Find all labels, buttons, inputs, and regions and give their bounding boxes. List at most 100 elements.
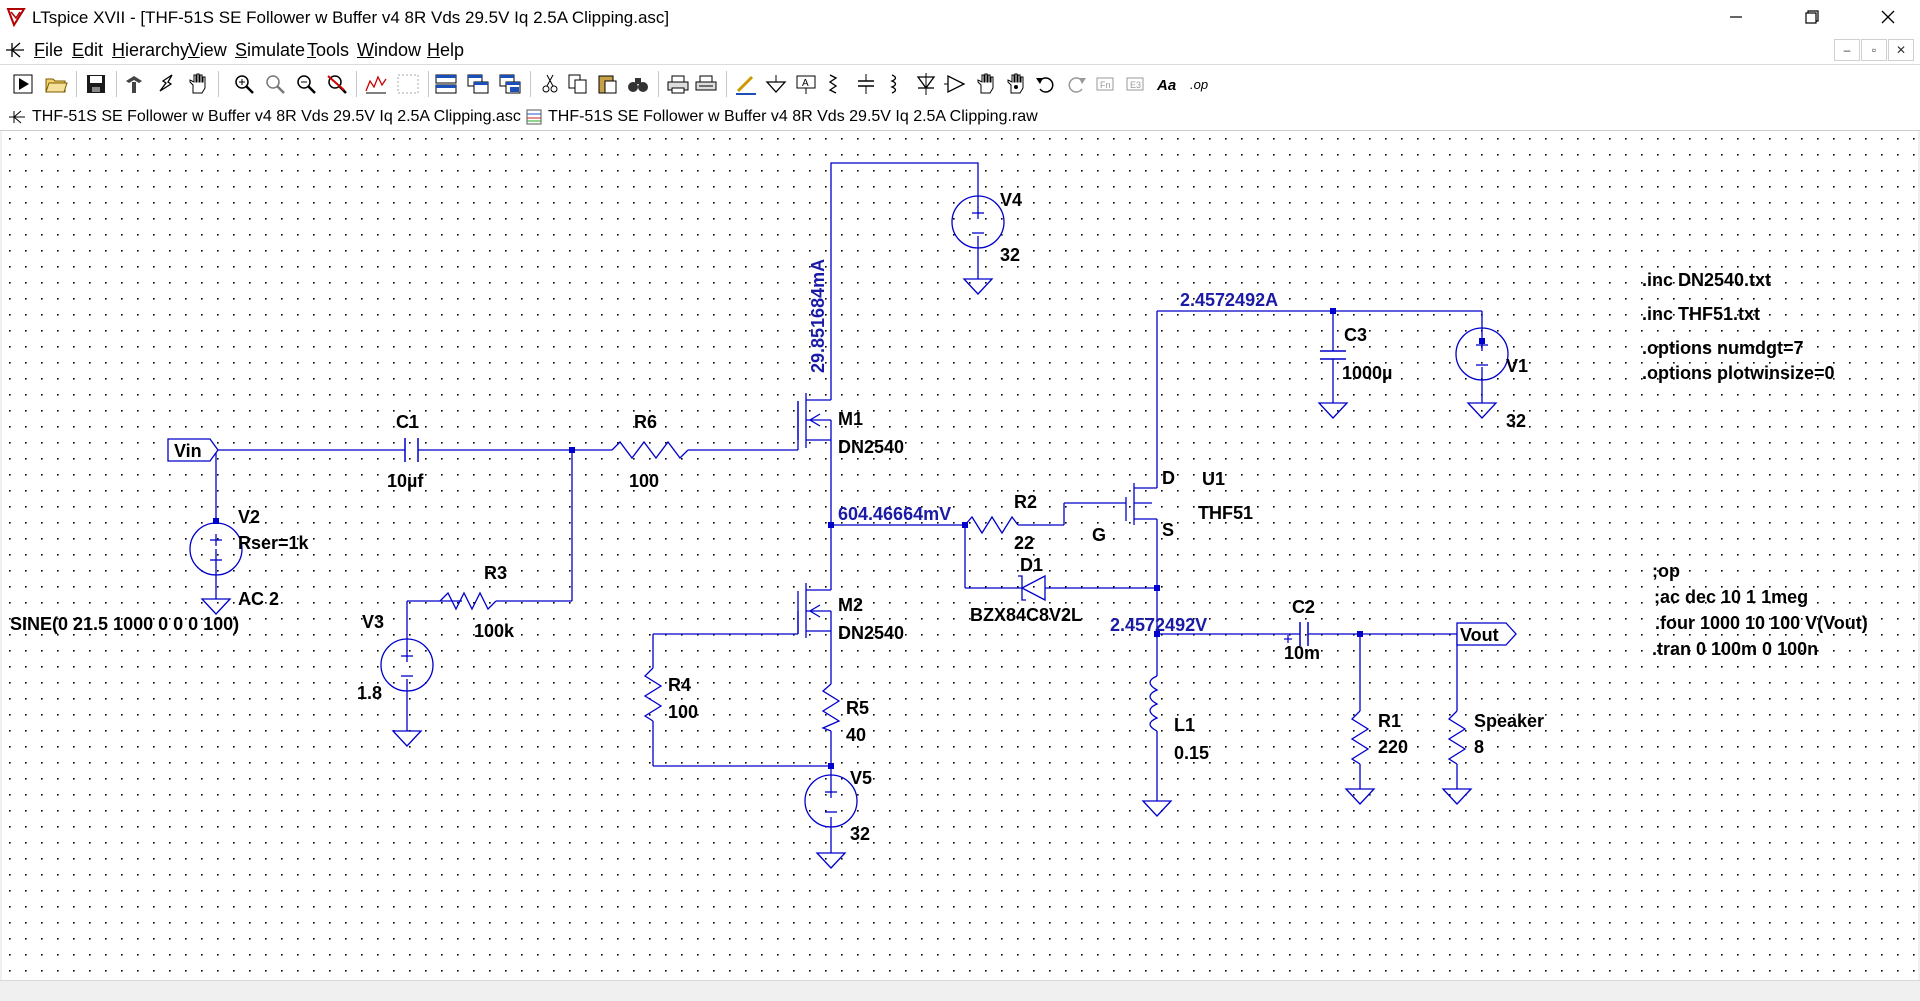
net-label-vout[interactable]: Vout xyxy=(1456,622,1517,646)
redo-icon[interactable] xyxy=(1064,73,1088,95)
copy-icon[interactable] xyxy=(566,73,590,95)
net-label-vin[interactable]: Vin xyxy=(167,438,219,462)
annotation-top-current[interactable]: 2.4572492A xyxy=(1180,290,1278,310)
zoom-cancel-icon[interactable] xyxy=(325,73,349,95)
svg-text:604.46664mV: 604.46664mV xyxy=(838,504,951,524)
menu-window[interactable]: Window xyxy=(357,40,422,60)
tile-vertical-icon[interactable] xyxy=(498,73,522,95)
speaker-value: 8 xyxy=(1474,737,1484,757)
zoom-out-icon[interactable] xyxy=(294,73,318,95)
resistor-r4[interactable] xyxy=(643,667,663,722)
schematic-doc-icon[interactable] xyxy=(4,40,26,60)
move-icon[interactable] xyxy=(974,73,998,95)
text-icon[interactable]: Aa xyxy=(1156,73,1180,95)
component-icon[interactable] xyxy=(944,73,968,95)
menu-file[interactable]: File xyxy=(34,40,64,60)
inductor-l1[interactable] xyxy=(1141,675,1173,817)
run-icon[interactable] xyxy=(12,73,36,95)
resistor-r1[interactable] xyxy=(1344,710,1376,805)
mirror-icon[interactable]: E3 xyxy=(1124,73,1148,95)
zoom-area-icon[interactable] xyxy=(263,73,287,95)
r2-value: 22 xyxy=(1014,533,1034,553)
menu-edit[interactable]: Edit xyxy=(72,40,104,60)
spice-directive-icon[interactable]: .op xyxy=(1190,73,1214,95)
tile-horizontal-icon[interactable] xyxy=(434,73,458,95)
control-panel-icon[interactable] xyxy=(122,73,146,95)
wire-icon[interactable] xyxy=(734,73,758,95)
c1-value: 10µf xyxy=(387,471,424,491)
print-setup-icon[interactable] xyxy=(694,73,718,95)
cut-icon[interactable] xyxy=(538,73,562,95)
save-icon[interactable] xyxy=(84,73,108,95)
drag-icon[interactable] xyxy=(1004,73,1028,95)
c2-name: C2 xyxy=(1292,597,1315,617)
close-button[interactable] xyxy=(1860,0,1916,34)
capacitor-c2[interactable] xyxy=(1284,622,1309,646)
zener-diode-d1[interactable] xyxy=(1018,574,1046,602)
open-icon[interactable] xyxy=(44,73,68,95)
grid-icon[interactable] xyxy=(396,73,420,95)
u1-pin-s: S xyxy=(1162,520,1174,540)
voltage-source-v1[interactable] xyxy=(1455,327,1509,419)
capacitor-c3[interactable] xyxy=(1317,350,1349,419)
inductor-icon[interactable] xyxy=(884,73,908,95)
ground-icon[interactable] xyxy=(764,73,788,95)
resistor-r3[interactable] xyxy=(439,591,497,611)
capacitor-icon[interactable] xyxy=(854,73,878,95)
mdi-minimize-button[interactable]: – xyxy=(1834,39,1860,61)
spice-directives[interactable]: .inc DN2540.txt .inc THF51.txt .options … xyxy=(1642,270,1868,659)
halt-icon[interactable] xyxy=(156,73,180,95)
voltage-source-v3[interactable] xyxy=(380,638,434,747)
minimize-button[interactable] xyxy=(1708,0,1764,34)
pan-icon[interactable] xyxy=(186,73,210,95)
undo-icon[interactable] xyxy=(1034,73,1058,95)
close-icon xyxy=(1881,10,1895,24)
svg-text:.op: .op xyxy=(1190,77,1208,92)
document-tab-bar: THF-51S SE Follower w Buffer v4 8R Vds 2… xyxy=(0,103,1920,131)
c3-name: C3 xyxy=(1344,325,1367,345)
autorange-icon[interactable] xyxy=(364,73,388,95)
resistor-icon[interactable] xyxy=(824,73,848,95)
schematic-canvas[interactable]: Vin Vout V4 32 V1 32 V2 Rser=1k AC 2 SIN… xyxy=(2,131,1918,980)
print-icon[interactable] xyxy=(666,73,690,95)
diode-icon[interactable] xyxy=(914,73,938,95)
resistor-speaker[interactable] xyxy=(1441,710,1473,805)
menu-hierarchy[interactable]: Hierarchy xyxy=(112,40,190,60)
u1-pin-g: G xyxy=(1092,525,1106,545)
cascade-icon[interactable] xyxy=(466,73,490,95)
resistor-r6[interactable] xyxy=(611,440,689,460)
r1-value: 220 xyxy=(1378,737,1408,757)
menu-simulate[interactable]: Simulate xyxy=(235,40,306,60)
mdi-restore-button[interactable]: ▫ xyxy=(1861,39,1887,61)
voltage-source-v4[interactable] xyxy=(951,195,1005,295)
paste-icon[interactable] xyxy=(596,73,620,95)
ltspice-app-icon xyxy=(6,8,26,27)
menu-bar: File Edit Hierarchy View Simulate Tools … xyxy=(0,34,1920,64)
resistor-r2[interactable] xyxy=(964,515,1019,535)
menu-view[interactable]: View xyxy=(188,40,227,60)
jfet-u1[interactable] xyxy=(1125,483,1157,525)
v5-name: V5 xyxy=(850,768,872,788)
resistor-r5[interactable] xyxy=(821,683,841,732)
mdi-close-button[interactable]: ✕ xyxy=(1888,39,1914,61)
label-net-icon[interactable]: A xyxy=(794,73,818,95)
r3-name: R3 xyxy=(484,563,507,583)
menu-tools[interactable]: Tools xyxy=(307,40,350,60)
annotation-source-voltage[interactable]: 2.4572492V xyxy=(1110,615,1207,635)
menu-help[interactable]: Help xyxy=(427,40,465,60)
zoom-in-icon[interactable] xyxy=(232,73,256,95)
voltage-source-v2[interactable] xyxy=(189,522,243,615)
mosfet-m2[interactable] xyxy=(797,581,832,638)
capacitor-c1[interactable] xyxy=(404,438,419,462)
voltage-source-v5[interactable] xyxy=(804,774,858,869)
mosfet-m1[interactable] xyxy=(797,386,832,448)
annotation-gate-voltage[interactable]: 604.46664mV xyxy=(838,504,951,524)
tab-schematic[interactable]: THF-51S SE Follower w Buffer v4 8R Vds 2… xyxy=(8,106,521,128)
tab-waveform-label: THF-51S SE Follower w Buffer v4 8R Vds 2… xyxy=(548,108,1038,125)
tab-schematic-label: THF-51S SE Follower w Buffer v4 8R Vds 2… xyxy=(32,108,521,125)
tab-waveform[interactable]: THF-51S SE Follower w Buffer v4 8R Vds 2… xyxy=(526,106,1038,128)
annotation-m1-current[interactable]: 29.851684mA xyxy=(808,259,828,373)
maximize-button[interactable] xyxy=(1784,0,1840,34)
rotate-icon[interactable]: Fn xyxy=(1094,73,1118,95)
find-icon[interactable] xyxy=(626,73,650,95)
